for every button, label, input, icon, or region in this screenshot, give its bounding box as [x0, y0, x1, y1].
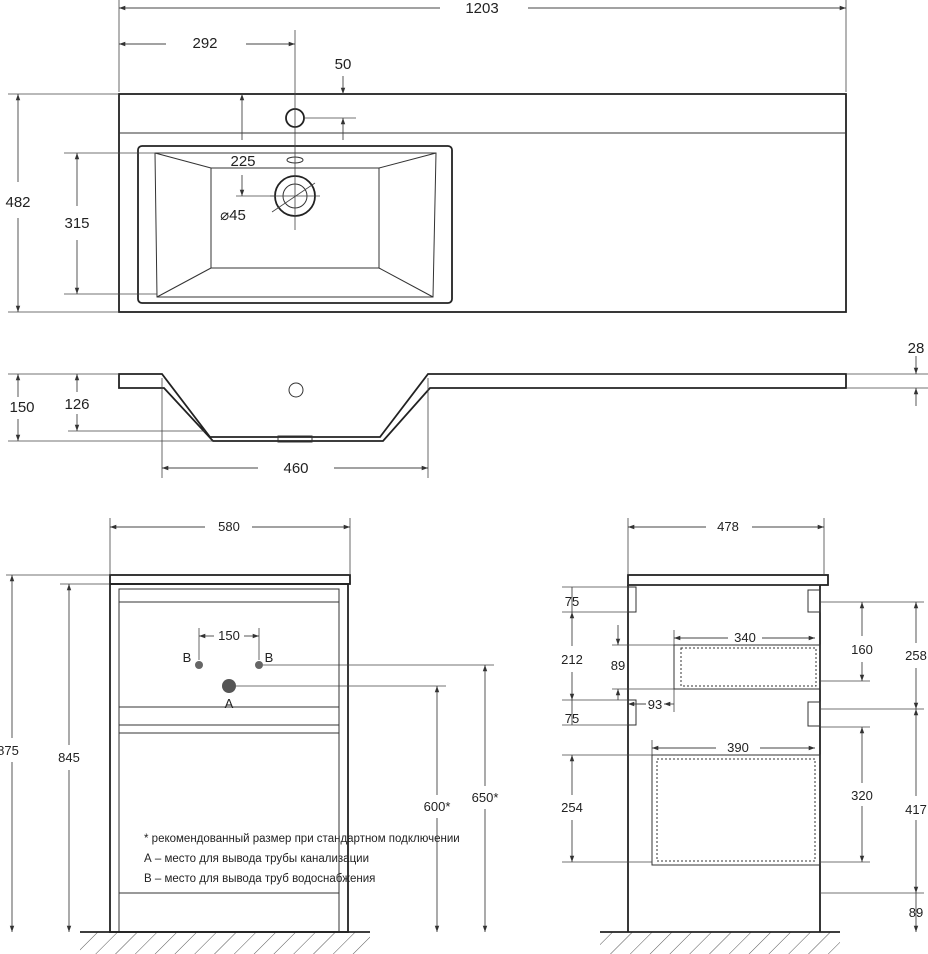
dim-upper-total: 258 [905, 648, 927, 663]
section-top-slab [627, 574, 829, 586]
dim-front-width: 580 [218, 519, 240, 534]
dim-total-height: 150 [9, 399, 34, 416]
dim-drain-diameter: ⌀45 [220, 207, 246, 224]
dim-drain-height: 600* [424, 799, 451, 814]
drain-point-a-icon [222, 679, 236, 693]
section-view: 478 75 212 75 254 89 93 340 [561, 518, 927, 954]
lower-drawer [651, 754, 821, 866]
side-profile-outline [118, 373, 847, 442]
side-tap-hole-icon [288, 382, 304, 398]
dim-upper-front: 160 [851, 642, 873, 657]
dim-front-body-height: 845 [58, 750, 80, 765]
front-middle-rail [118, 706, 340, 726]
label-point-b-right: B [265, 650, 274, 665]
dim-plinth: 89 [909, 905, 923, 920]
dim-offset-to-tap: 292 [192, 35, 217, 52]
dim-drawer-height: 89 [611, 658, 625, 673]
dim-upper-rail: 75 [565, 594, 579, 609]
note-b-description: В – место для вывода труб водоснабжения [144, 873, 375, 885]
top-view: 1203 292 50 482 315 225 ⌀45 [5, 0, 847, 313]
dim-basin-height: 126 [64, 396, 89, 413]
dim-depth: 482 [5, 194, 30, 211]
dim-lower-rail: 75 [565, 711, 579, 726]
side-drain-icon [277, 435, 313, 443]
dim-lower-zone: 254 [561, 800, 583, 815]
upper-drawer [673, 644, 821, 690]
dim-basin-width: 460 [283, 460, 308, 477]
dim-slab-thickness: 28 [908, 340, 925, 357]
dim-supply-spacing: 150 [218, 628, 240, 643]
dim-lower-total: 417 [905, 802, 927, 817]
dim-tap-from-edge: 50 [335, 56, 352, 73]
dim-section-depth: 478 [717, 519, 739, 534]
dim-supply-height: 650* [472, 790, 499, 805]
side-view: 28 150 126 460 [8, 340, 928, 478]
dim-front-total-height: 875 [0, 743, 19, 758]
dim-overflow-to-drain: 225 [230, 153, 255, 170]
front-top-slab [109, 574, 351, 585]
dim-upper-drawer-depth: 340 [734, 630, 756, 645]
dim-drawer-zone: 212 [561, 652, 583, 667]
note-recommended: * рекомендованный размер при стандартном… [144, 833, 460, 845]
dim-drawer-setback: 93 [648, 697, 662, 712]
label-point-b-left: B [183, 650, 192, 665]
countertop-outline [118, 93, 847, 313]
label-point-a: A [225, 696, 234, 711]
supply-point-b-right-icon [255, 661, 263, 669]
supply-point-b-left-icon [195, 661, 203, 669]
dim-overall-width: 1203 [465, 0, 498, 17]
dim-lower-drawer-depth: 390 [727, 740, 749, 755]
note-a-description: А – место для вывода трубы канализации [144, 853, 369, 865]
front-view: B B A 580 150 875 845 600* 650* [0, 518, 498, 954]
dim-lower-front: 320 [851, 788, 873, 803]
dim-basin-depth: 315 [64, 215, 89, 232]
